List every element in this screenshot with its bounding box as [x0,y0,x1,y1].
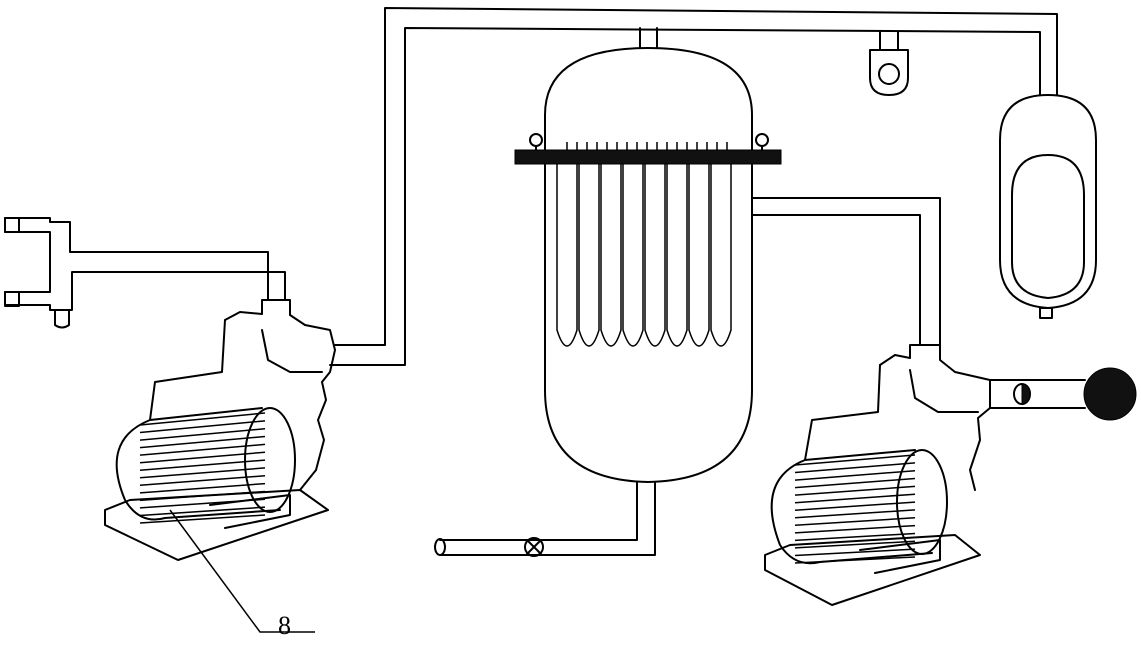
cage-bar [794,477,916,489]
cage-bar [139,482,266,494]
cage-bar [794,469,916,481]
cage-bar [139,467,266,479]
cage-bar [794,485,916,496]
u-tube [578,164,600,347]
tube-stubs [566,142,728,150]
u-tube [644,164,666,347]
cage-bar [794,524,916,534]
cage-bar [139,412,266,426]
right-pump-motor [764,344,1137,606]
pressure-switch [869,49,909,96]
cage-bar [794,509,916,519]
cage-bar [794,517,916,527]
u-tube [710,164,732,347]
cage-bar [794,462,916,474]
cage-bar [794,548,916,557]
cage-bar [139,514,266,524]
cage-bar [139,427,266,441]
cage-bar [794,501,916,511]
cage-bar [139,475,266,487]
right-motor-cage [794,454,916,564]
drain-valve [524,537,544,557]
cage-bar [139,435,266,449]
u-tube [600,164,622,347]
pressure-gauge [1083,367,1137,421]
cage-bar [139,506,266,517]
top-pipe-network [329,7,1058,366]
cage-bar [139,420,266,434]
flange-plate [514,149,782,165]
cage-bar [139,451,266,464]
u-tube [666,164,688,347]
cage-bar [139,443,266,456]
cage-bar [794,454,916,466]
pressure-vessel [514,47,941,556]
u-tube [556,164,578,347]
u-tube [622,164,644,347]
cage-bar [794,540,916,549]
accumulator [999,94,1097,319]
label-part-8: 8 [278,611,291,640]
u-tube [688,164,710,347]
cage-bar [794,556,916,564]
u-tube-bundle [556,164,732,347]
cage-bar [794,532,916,542]
cage-bar [794,493,916,504]
inlet-manifold [4,217,286,329]
cage-bar [139,459,266,471]
drain-pipe [434,537,551,557]
left-pump-motor: 8 [104,299,336,640]
